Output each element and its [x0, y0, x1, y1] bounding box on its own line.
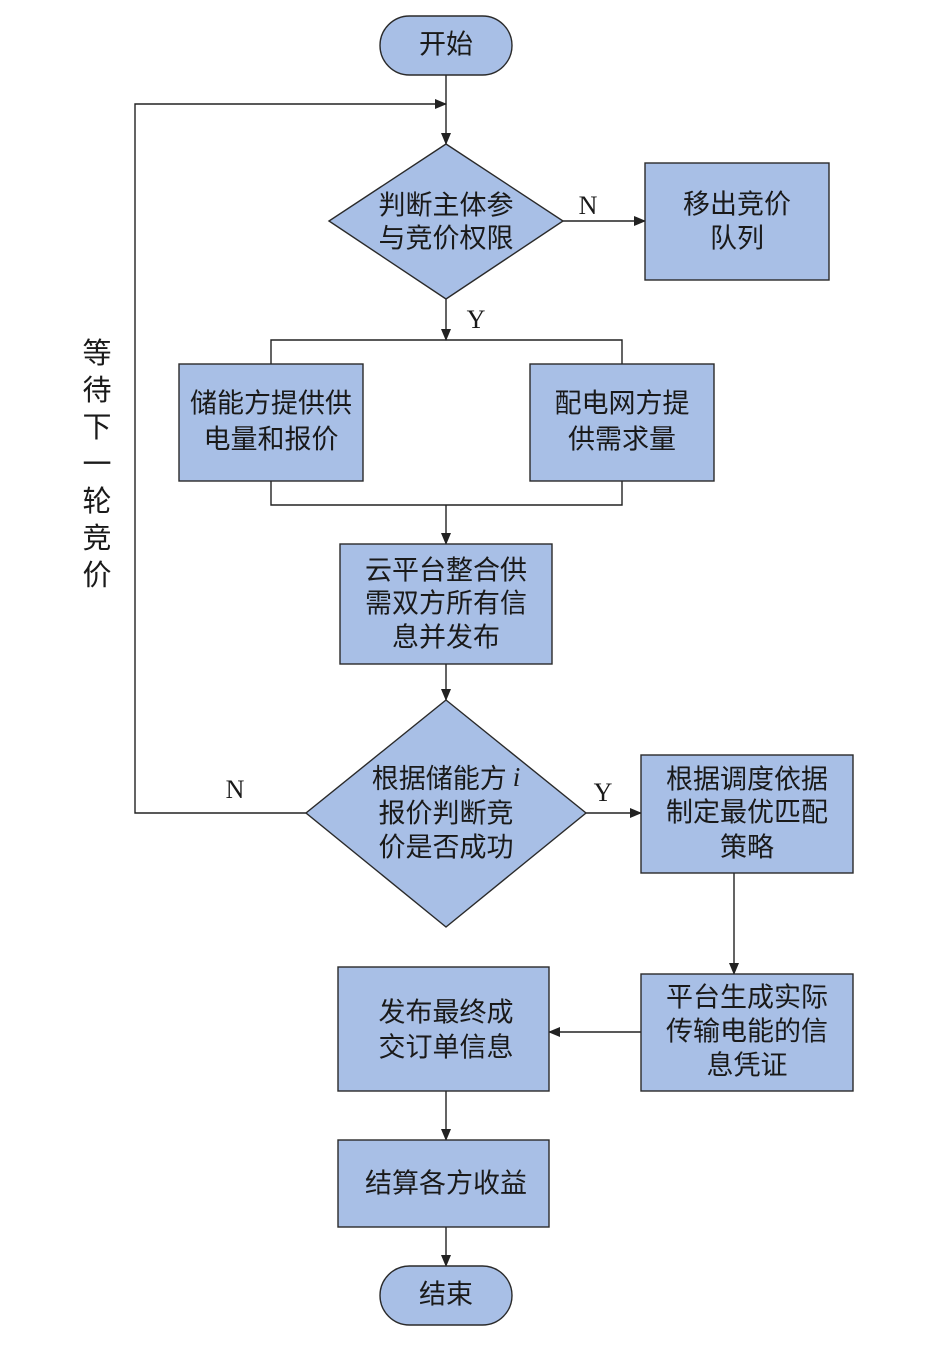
- node-order-line2: 交订单信息: [379, 1033, 514, 1064]
- loop-label-char: 轮: [82, 484, 111, 518]
- node-start: 开始: [379, 15, 513, 76]
- node-bid-line3: 价是否成功: [379, 833, 514, 864]
- edge-label-bid-yes: Y: [594, 778, 613, 807]
- edge-label-permission-yes: Y: [467, 305, 486, 334]
- node-end-label: 结束: [419, 1280, 473, 1311]
- node-publish-order: 发布最终成 交订单信息: [337, 966, 550, 1092]
- node-grid-line2: 供需求量: [568, 425, 676, 456]
- node-storage-line2: 电量和报价: [204, 425, 339, 456]
- node-order-line1: 发布最终成: [379, 998, 514, 1029]
- node-start-label: 开始: [419, 30, 473, 61]
- node-check-permission: 判断主体参 与竞价权限: [327, 143, 565, 300]
- node-check-permission-line2: 与竞价权限: [379, 224, 514, 255]
- split-bracket-top: [270, 339, 623, 364]
- node-remove-line2: 队列: [710, 224, 764, 255]
- node-settle-label: 结算各方收益: [365, 1169, 527, 1200]
- node-generate-voucher: 平台生成实际 传输电能的信 息凭证: [640, 973, 854, 1092]
- loop-label-char: 下: [82, 410, 111, 444]
- node-voucher-line1: 平台生成实际: [666, 983, 828, 1014]
- node-strategy-line2: 制定最优匹配: [666, 798, 828, 829]
- variable-i: i: [513, 762, 521, 792]
- merge-bracket-bottom: [270, 481, 623, 506]
- node-storage-offer: 储能方提供供 电量和报价: [178, 363, 364, 482]
- loop-label-char: 一: [82, 447, 111, 481]
- node-grid-line1: 配电网方提: [555, 389, 690, 420]
- edge-label-bid-no: N: [226, 775, 245, 804]
- node-strategy-line3: 策略: [720, 833, 774, 864]
- node-settle-revenue: 结算各方收益: [337, 1139, 550, 1228]
- edge-bid-no-loop: [134, 99, 447, 814]
- node-bid-line2: 报价判断竞: [379, 799, 514, 830]
- loop-label-char: 竞: [82, 521, 111, 555]
- node-check-permission-line1: 判断主体参: [379, 191, 514, 222]
- node-cloud-line1: 云平台整合供: [365, 556, 527, 587]
- node-cloud-line3: 息并发布: [392, 623, 500, 654]
- node-remove-from-queue: 移出竞价 队列: [644, 162, 830, 281]
- loop-label: 等 待 下 一 轮 竞 价: [82, 336, 111, 592]
- loop-label-char: 价: [82, 558, 111, 592]
- node-grid-demand: 配电网方提 供需求量: [529, 363, 715, 482]
- node-cloud-publish: 云平台整合供 需双方所有信 息并发布: [339, 543, 553, 665]
- node-strategy-line1: 根据调度依据: [666, 765, 828, 796]
- node-end: 结束: [379, 1265, 513, 1326]
- node-optimal-strategy: 根据调度依据 制定最优匹配 策略: [640, 754, 854, 874]
- loop-label-char: 等: [82, 336, 111, 370]
- node-remove-line1: 移出竞价: [683, 190, 791, 221]
- node-storage-line1: 储能方提供供: [190, 389, 352, 420]
- loop-label-char: 待: [82, 373, 111, 407]
- node-cloud-line2: 需双方所有信: [365, 589, 527, 620]
- edge-label-permission-no: N: [579, 191, 598, 220]
- node-voucher-line2: 传输电能的信: [666, 1017, 828, 1048]
- node-voucher-line3: 息凭证: [707, 1051, 788, 1082]
